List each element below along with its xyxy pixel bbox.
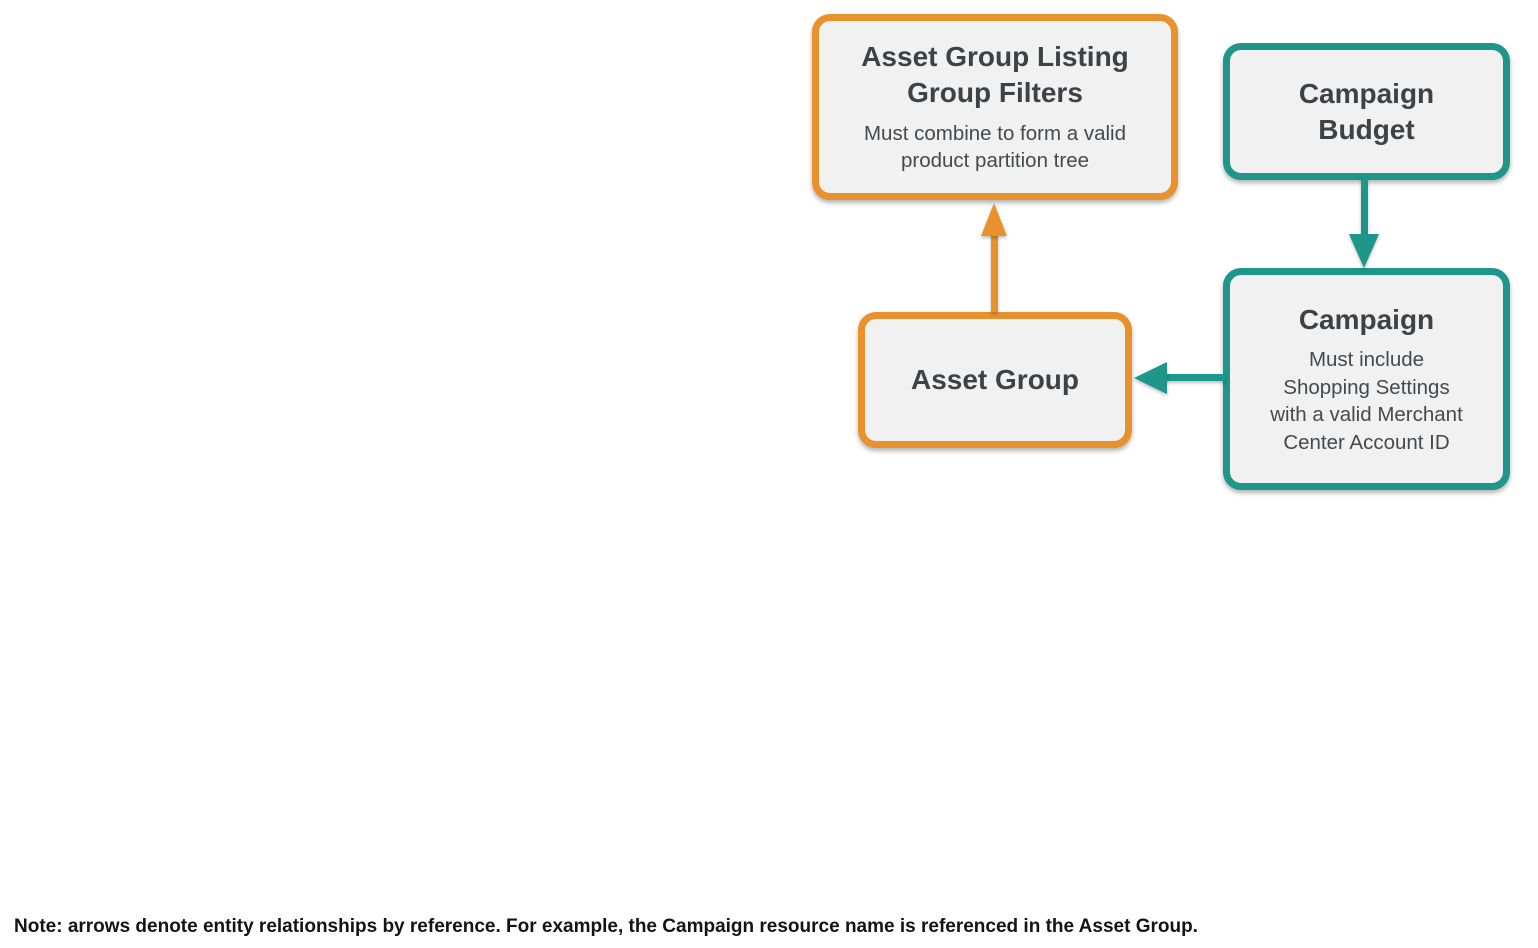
arrowhead-up-icon (981, 203, 1007, 236)
arrowhead-left-icon (1134, 362, 1167, 394)
arrowhead-down-icon (1349, 234, 1379, 268)
arrow-line (991, 234, 998, 312)
node-title: Campaign Budget (1298, 77, 1435, 145)
arrow-line (1361, 178, 1368, 236)
node-asset-group-listing-group-filters: Asset Group Listing Group Filters Must c… (812, 14, 1178, 200)
node-title: Asset Group (910, 364, 1080, 396)
node-campaign: Campaign Must include Shopping Settings … (1223, 268, 1510, 490)
node-campaign-budget: Campaign Budget (1223, 43, 1510, 180)
node-asset-group: Asset Group (858, 312, 1132, 448)
node-subtitle: Must combine to form a valid product par… (863, 121, 1127, 173)
arrow-line (1164, 374, 1225, 381)
node-subtitle: Must include Shopping Settings with a va… (1270, 348, 1463, 454)
footnote: Note: arrows denote entity relationships… (14, 916, 1198, 937)
node-title: Campaign (1298, 303, 1435, 335)
node-title: Asset Group Listing Group Filters (861, 41, 1129, 109)
